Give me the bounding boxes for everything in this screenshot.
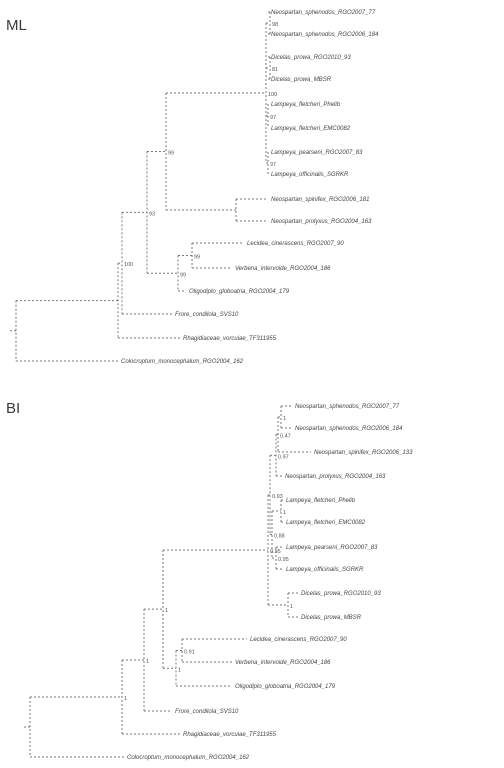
bi-panel-label: BI [6, 400, 20, 417]
bi-tree-branches [24, 405, 311, 758]
support-value: 99 [168, 151, 174, 157]
tip-label: Lampeya_fletcheri_Phelib [271, 102, 341, 108]
tip-label: Lampeya_pearseni_RGO2007_83 [271, 150, 363, 156]
tip-label: Lecidea_cinerascens_RGO2007_90 [247, 241, 344, 247]
support-value: 81 [272, 67, 278, 73]
tip-label: Dicelas_prowa_RGO2010_93 [301, 591, 381, 597]
support-value: 97 [270, 115, 276, 121]
tip-label: Neospartan_sphenodos_RGO2007_77 [295, 404, 400, 410]
support-value: 1 [290, 604, 293, 610]
tip-label: Dicelas_prowa_MBSR [301, 615, 362, 621]
ml-tip-labels: Neospartan_sphenodos_RGO2007_77Neosparta… [121, 10, 379, 365]
support-value: 0.88 [274, 534, 285, 540]
support-value: 0.91 [184, 650, 195, 656]
tip-label: Oligodiplo_globoatria_RGO2004_179 [235, 684, 336, 690]
support-value: 1 [146, 659, 149, 665]
tip-label: Lampeya_fletcheri_EMC0082 [271, 126, 351, 132]
support-value: 1 [124, 696, 127, 702]
tip-label: Neospartan_sphenodos_RGO2006_184 [295, 426, 403, 432]
support-value: 99 [180, 272, 186, 278]
tip-label: Dicelas_prowa_RGO2010_93 [271, 55, 351, 61]
ml-tree-branches [10, 11, 271, 362]
support-value: 98 [272, 22, 278, 28]
ml-panel-label: ML [6, 17, 27, 34]
tip-label: Neospartan_spinifex_RGO2006_133 [314, 450, 413, 456]
tip-label: Lampeya_fletcheri_Phelib [286, 498, 356, 504]
tip-label: Verbena_intervoide_RGO2004_186 [235, 266, 331, 272]
support-value: 100 [124, 262, 133, 268]
tip-label: Oligodiplo_globoatria_RGO2004_179 [189, 289, 290, 295]
ml-support-values: 98 81 97 97 100 99 99 99 93 100 [124, 22, 278, 278]
support-value: 99 [194, 255, 200, 261]
tip-label: Verbena_intervoide_RGO2004_186 [235, 660, 331, 666]
support-value: 93 [149, 211, 155, 217]
tip-label: Frore_condilola_SVS10 [175, 709, 239, 715]
support-value: 0.97 [278, 454, 289, 460]
tip-label: Rhagidiaceae_vorcuiae_TF311955 [183, 732, 277, 738]
support-value: 0.95 [278, 557, 289, 563]
tip-label: Neospartan_prolyxus_RGO2004_163 [271, 219, 372, 225]
support-value: 97 [270, 162, 276, 168]
tip-label: Neospartan_prolyxus_RGO2004_163 [285, 474, 386, 480]
tip-label: Lampeya_pearseni_RGO2007_83 [286, 545, 378, 551]
support-value: 1 [165, 608, 168, 614]
tip-label: Lecidea_cinerascens_RGO2007_90 [250, 637, 347, 643]
tip-label: Colocroptum_monocephalum_RGO2004_162 [121, 359, 244, 365]
bi-panel: BI Neospartan_sphenodos_RGO2007_77Neospa… [6, 400, 413, 761]
tip-label: Rhagidiaceae_vorcuiae_TF311955 [183, 336, 277, 342]
support-value: 1 [283, 416, 286, 422]
bi-tip-labels: Neospartan_sphenodos_RGO2007_77Neosparta… [127, 404, 413, 761]
support-value: 0.93 [272, 494, 283, 500]
bi-support-values: 1 0.47 0.97 1 0.95 0.88 0.93 1 0.95 0.91 1 1 1 1 [124, 416, 293, 702]
support-value: 0.47 [280, 434, 291, 440]
tip-label: Dicelas_prowa_MBSR [271, 77, 332, 83]
ml-panel: ML Neospartan_sphenodos_RGO2007_77Neospa… [6, 10, 379, 365]
tip-label: Frore_condilola_SVS10 [175, 312, 239, 318]
tip-label: Lampeya_fletcheri_EMC0082 [286, 520, 366, 526]
tip-label: Lampeya_officinalis_SGRKR [271, 172, 349, 178]
support-value: 100 [268, 92, 277, 98]
tip-label: Lampeya_officinalis_SGRKR [286, 567, 364, 573]
support-value: 0.95 [270, 549, 281, 555]
tip-label: Neospartan_spinifex_RGO2006_181 [271, 197, 369, 203]
support-value: 1 [283, 510, 286, 516]
tip-label: Neospartan_sphenodos_RGO2007_77 [271, 10, 376, 16]
support-value: 1 [178, 667, 181, 673]
tip-label: Neospartan_sphenodos_RGO2006_184 [271, 32, 379, 38]
tip-label: Colocroptum_monocephalum_RGO2004_162 [127, 755, 250, 761]
